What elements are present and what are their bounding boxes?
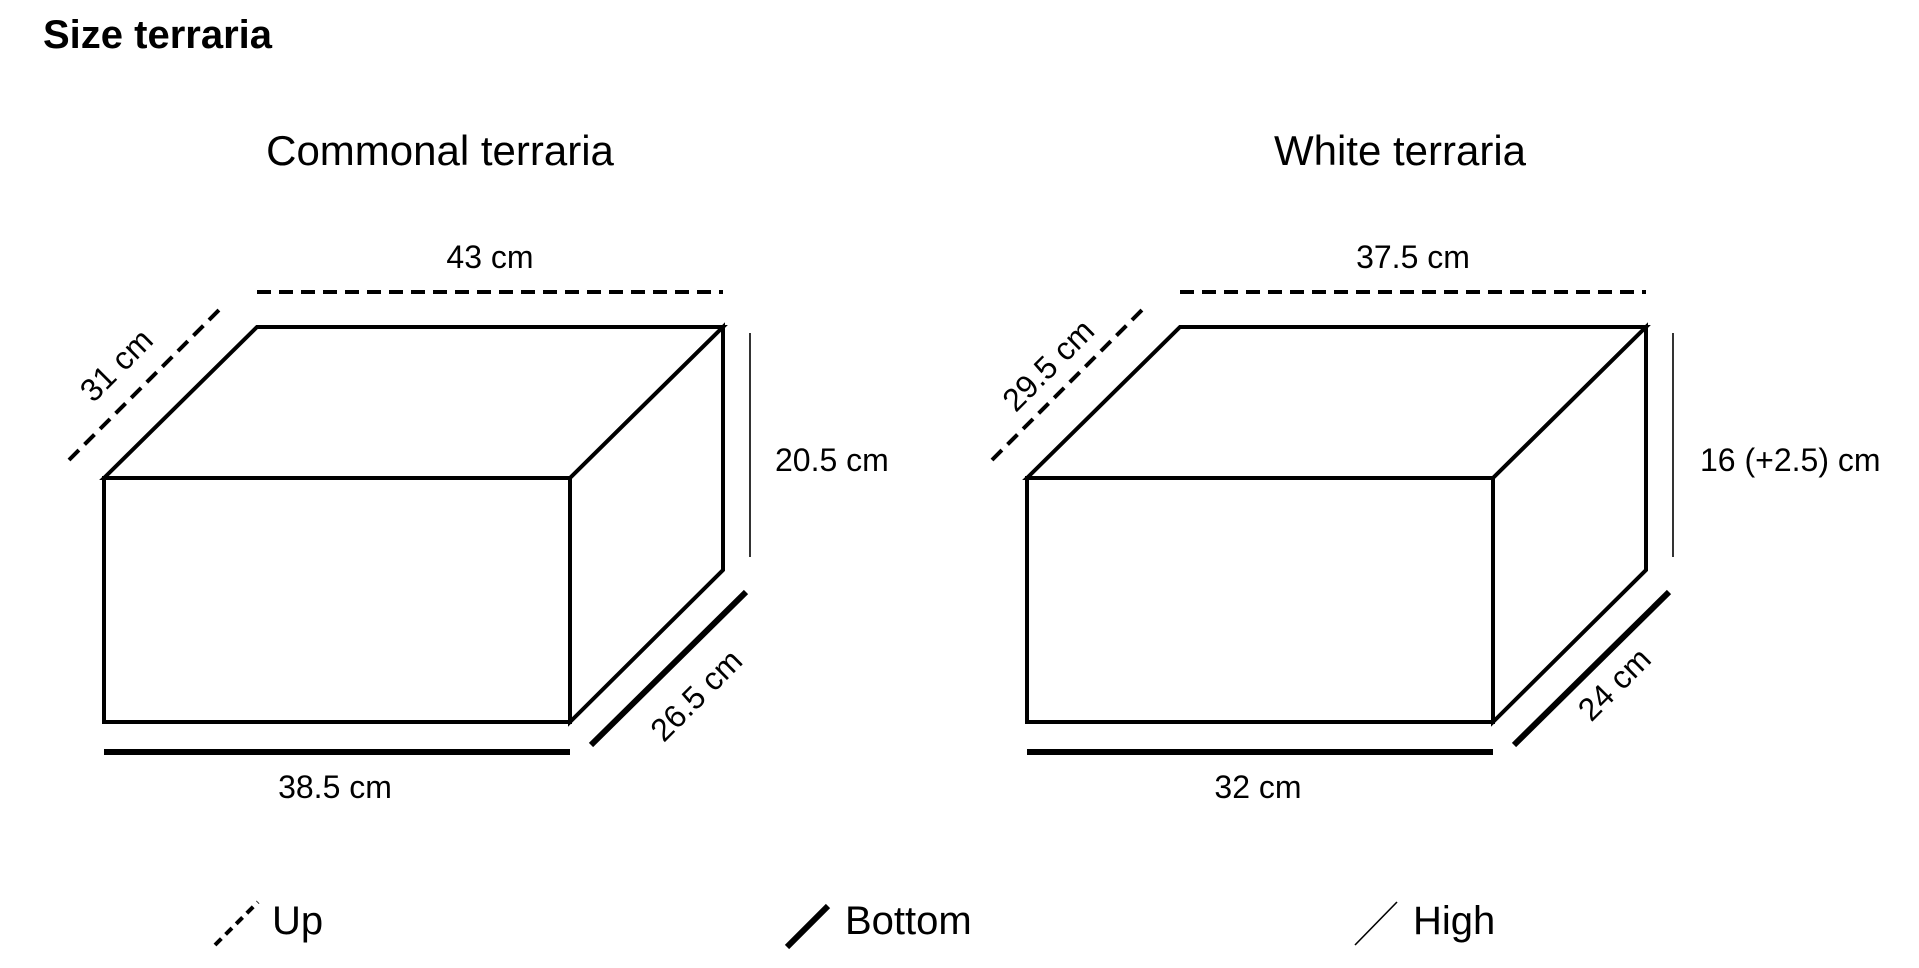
legend-item-up: Up bbox=[213, 899, 323, 947]
height-label: 20.5 cm bbox=[775, 442, 889, 478]
bottom-depth-line bbox=[588, 589, 749, 748]
legend-item-bottom: Bottom bbox=[784, 899, 972, 950]
legend-bottom-swatch bbox=[784, 903, 831, 950]
box-title: Commonal terraria bbox=[266, 127, 614, 174]
legend-up-swatch bbox=[213, 900, 260, 947]
up-depth-line bbox=[990, 303, 1149, 462]
box-commonal-terraria: Commonal terraria 43 cm 31 cm 20.5 cm 26… bbox=[67, 127, 889, 805]
box-title: White terraria bbox=[1274, 127, 1527, 174]
legend-high-swatch bbox=[1354, 901, 1398, 946]
up-depth-line bbox=[67, 303, 226, 462]
bottom-depth-label: 26.5 cm bbox=[643, 642, 749, 748]
up-depth-label: 31 cm bbox=[73, 322, 160, 409]
legend-high-label: High bbox=[1413, 899, 1495, 943]
height-label: 16 (+2.5) cm bbox=[1700, 442, 1881, 478]
bottom-depth-line bbox=[1511, 589, 1672, 748]
box-white-terraria: White terraria 37.5 cm 29.5 cm 16 (+2.5)… bbox=[990, 127, 1881, 805]
legend-item-high: High bbox=[1354, 899, 1495, 946]
page-title: Size terraria bbox=[43, 13, 273, 57]
legend-up-label: Up bbox=[272, 899, 323, 943]
legend-bottom-label: Bottom bbox=[845, 899, 972, 943]
bottom-depth-label: 24 cm bbox=[1571, 641, 1658, 728]
legend: Up Bottom High bbox=[213, 899, 1495, 950]
bottom-width-label: 38.5 cm bbox=[278, 769, 392, 805]
bottom-width-label: 32 cm bbox=[1214, 769, 1301, 805]
box-front-face bbox=[1025, 476, 1495, 724]
up-width-label: 43 cm bbox=[446, 239, 533, 275]
up-width-label: 37.5 cm bbox=[1356, 239, 1470, 275]
box-front-face bbox=[102, 476, 572, 724]
